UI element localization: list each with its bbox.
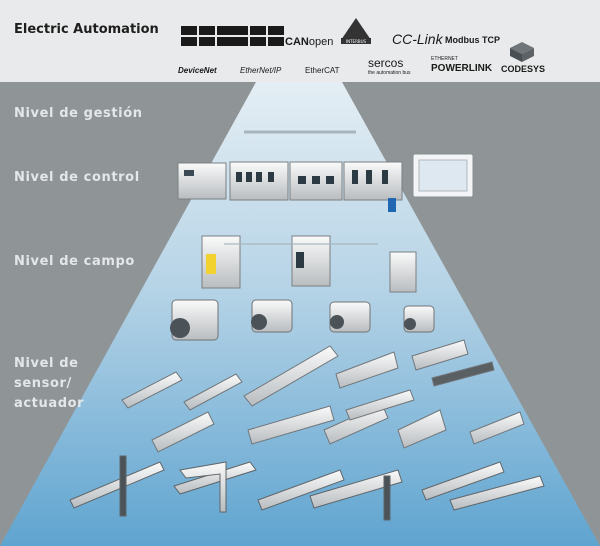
codesys-cube-icon bbox=[510, 42, 534, 62]
interbus-text: INTERBUS bbox=[346, 39, 367, 44]
pyramid-shape bbox=[0, 82, 600, 546]
ethernetip-logo: EtherNet/IP bbox=[240, 66, 282, 75]
devicenet-logo: DeviceNet bbox=[178, 66, 217, 75]
profinet-logo bbox=[232, 26, 284, 46]
level-label-management: Nivel de gestión bbox=[14, 106, 143, 121]
sercos-tagline: the automation bus bbox=[368, 70, 411, 76]
header-bar: Electric Automation CANopen INTERBUS CC-… bbox=[0, 0, 600, 82]
interbus-logo: INTERBUS bbox=[341, 18, 371, 44]
powerlink-logo: POWERLINK bbox=[431, 63, 493, 74]
cclink-logo: CC-Link bbox=[392, 31, 443, 47]
codesys-logo: CODESYS bbox=[501, 64, 546, 74]
profibus-logo bbox=[181, 26, 233, 46]
level-label-field: Nivel de campo bbox=[14, 254, 135, 269]
gantry-systems bbox=[69, 455, 545, 521]
linear-actuators bbox=[121, 339, 525, 453]
ethercat-logo: EtherCAT bbox=[305, 66, 340, 75]
powerlink-top-text: ETHERNET bbox=[431, 56, 458, 62]
page-title: Electric Automation bbox=[14, 22, 159, 37]
servo-motors bbox=[170, 299, 435, 341]
canopen-logo: CANopen bbox=[285, 36, 333, 48]
level-label-sensor-actuator: Nivel de sensor/ actuador bbox=[14, 356, 85, 411]
controller-devices bbox=[177, 153, 474, 212]
level-label-control: Nivel de control bbox=[14, 170, 140, 185]
sercos-logo: sercos bbox=[368, 56, 404, 70]
modbus-logo: Modbus TCP bbox=[445, 35, 500, 45]
canopen-light-text: open bbox=[308, 36, 334, 48]
canopen-bold-text: CAN bbox=[285, 36, 309, 48]
